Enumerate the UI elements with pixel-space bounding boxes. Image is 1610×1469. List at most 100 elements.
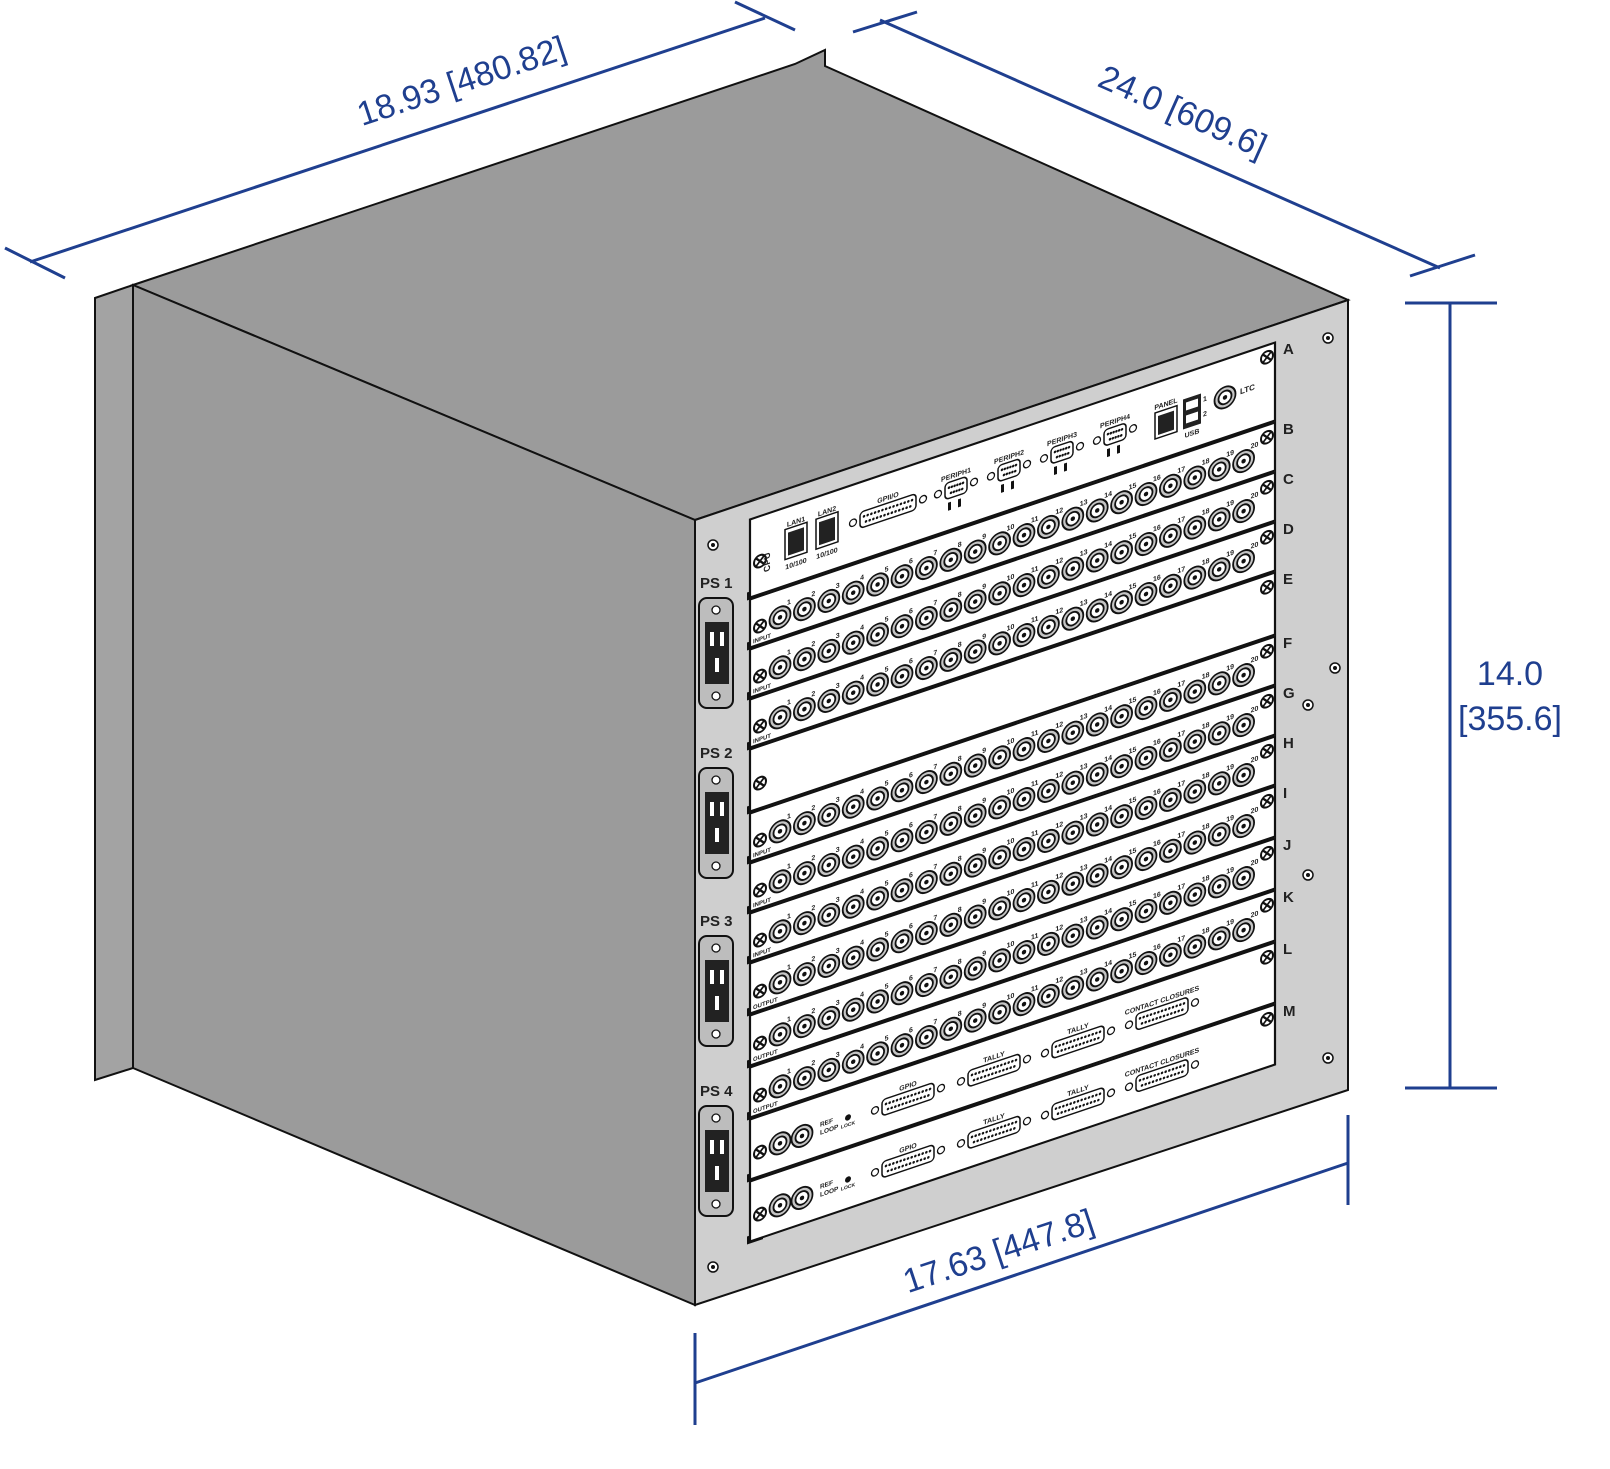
bnc-pin bbox=[948, 657, 954, 663]
bnc-pin bbox=[1070, 780, 1075, 786]
bnc-connector: 17 bbox=[1158, 678, 1185, 712]
dsub-pin bbox=[1144, 1020, 1147, 1024]
dsub-pin bbox=[1170, 1074, 1173, 1077]
dsub-pin bbox=[917, 1153, 921, 1157]
dsub-pin bbox=[1140, 1022, 1144, 1025]
bnc-number: 2 bbox=[811, 954, 815, 964]
bnc-connector: 6 bbox=[890, 606, 914, 639]
bnc-pin bbox=[777, 715, 783, 720]
dsub-screw bbox=[1040, 1048, 1050, 1058]
bnc-pin bbox=[1168, 747, 1173, 753]
dsub-pin bbox=[996, 1126, 999, 1130]
card-frame: CPULAN110/100LAN210/100GPII/OPERIPH1PERI… bbox=[747, 341, 1277, 1245]
screw-icon bbox=[753, 668, 767, 684]
bnc-number: 12 bbox=[1055, 505, 1063, 516]
bnc-connector: 13 bbox=[1061, 914, 1088, 948]
dsub-pin bbox=[1054, 1107, 1058, 1110]
slot-label-h: H bbox=[1283, 735, 1294, 752]
dsub-pin bbox=[888, 1163, 891, 1167]
bnc-number: 9 bbox=[982, 795, 986, 805]
dsub-screw bbox=[1190, 998, 1200, 1007]
dsub-pin bbox=[1075, 1044, 1078, 1047]
dsub-pin bbox=[905, 1163, 908, 1167]
bnc-connector: 15 bbox=[1110, 480, 1136, 515]
bnc-connector: 16 bbox=[1134, 572, 1161, 607]
dsub-pin bbox=[1067, 445, 1071, 449]
bnc-pin bbox=[1217, 681, 1222, 686]
dsub-pin bbox=[1181, 1008, 1184, 1012]
bnc-connector: 13 bbox=[1061, 597, 1088, 631]
dsub-pin bbox=[886, 512, 890, 516]
bnc-pin bbox=[899, 990, 905, 996]
bnc-pin bbox=[924, 565, 929, 571]
bnc-connector: 19 bbox=[1207, 498, 1234, 532]
bnc-number: 14 bbox=[1104, 803, 1112, 814]
dsub-pin bbox=[1053, 450, 1057, 454]
bnc-connector: 8 bbox=[939, 853, 963, 886]
rj45-port bbox=[1158, 410, 1174, 435]
screw-icon bbox=[753, 1087, 767, 1103]
bnc-pin bbox=[1222, 395, 1228, 400]
bnc-connector: 8 bbox=[939, 803, 963, 836]
dsub-pin bbox=[910, 1093, 913, 1097]
dsub-pin bbox=[1002, 1068, 1005, 1072]
bnc-pin bbox=[948, 871, 954, 877]
slot-label-d: D bbox=[1283, 521, 1294, 538]
bnc-connector: 5 bbox=[866, 828, 890, 861]
bnc-number: 5 bbox=[885, 614, 889, 624]
bnc-number: 16 bbox=[1153, 736, 1161, 747]
bnc-connector: 3 bbox=[817, 945, 841, 978]
bnc-number: 6 bbox=[909, 770, 913, 780]
dsub-pin bbox=[908, 1100, 912, 1103]
bnc-connector: 6 bbox=[890, 820, 914, 853]
bnc-pin bbox=[924, 1034, 929, 1040]
dsub-pin bbox=[1075, 1106, 1078, 1109]
bnc-connector: 3 bbox=[817, 580, 841, 613]
dsub-pin bbox=[1177, 1009, 1180, 1013]
bnc-pin bbox=[997, 755, 1002, 760]
dsub-pin bbox=[1138, 1016, 1142, 1020]
dsub-pin bbox=[1144, 1082, 1147, 1086]
bnc-number: 4 bbox=[860, 937, 864, 947]
dsub-pin bbox=[1013, 469, 1017, 473]
bnc-number: 20 bbox=[1251, 703, 1259, 714]
screw-icon bbox=[753, 932, 767, 948]
bnc-connector: 6 bbox=[890, 921, 914, 954]
bnc-number: 8 bbox=[958, 1008, 962, 1018]
bnc-connector: 19 bbox=[1207, 548, 1234, 582]
screw-cross bbox=[755, 620, 765, 632]
dsub-pin bbox=[981, 1131, 985, 1135]
bnc-connector: 20 bbox=[1232, 703, 1259, 738]
bnc-pin bbox=[1119, 599, 1124, 605]
bnc-pin bbox=[1021, 897, 1027, 903]
bnc-number: 20 bbox=[1251, 908, 1259, 919]
iec-pin bbox=[710, 802, 714, 816]
bnc-connector: 1 bbox=[768, 911, 792, 944]
bnc-connector: 10 bbox=[988, 522, 1014, 556]
bnc-number: 8 bbox=[958, 803, 962, 813]
bnc-number: 3 bbox=[836, 945, 840, 955]
bnc-pin bbox=[1168, 797, 1173, 803]
bnc-pin bbox=[851, 854, 856, 860]
bnc-connector: 13 bbox=[1061, 811, 1088, 845]
dsub-pin bbox=[1098, 1092, 1102, 1096]
bnc-connector: 12 bbox=[1036, 974, 1063, 1008]
bnc-number: 7 bbox=[933, 598, 937, 608]
screw-icon bbox=[753, 718, 767, 734]
dsub-pin bbox=[872, 517, 875, 521]
dsub-pin bbox=[895, 503, 899, 507]
bnc-pin bbox=[875, 632, 880, 637]
bnc-number: 1 bbox=[787, 1066, 791, 1076]
dsub-pin bbox=[1182, 1064, 1186, 1067]
bnc-connector: 14 bbox=[1085, 906, 1112, 940]
dsub-pin bbox=[1005, 472, 1009, 476]
bnc-pin bbox=[1119, 549, 1124, 555]
bnc-number: 1 bbox=[787, 697, 791, 707]
dsub-pin bbox=[1112, 430, 1115, 434]
bnc-number: 16 bbox=[1153, 786, 1161, 797]
bnc-pin bbox=[1046, 788, 1051, 794]
bnc-pin bbox=[924, 879, 929, 885]
bnc-connector: 11 bbox=[1012, 878, 1038, 913]
dsub-pin bbox=[972, 1078, 976, 1082]
